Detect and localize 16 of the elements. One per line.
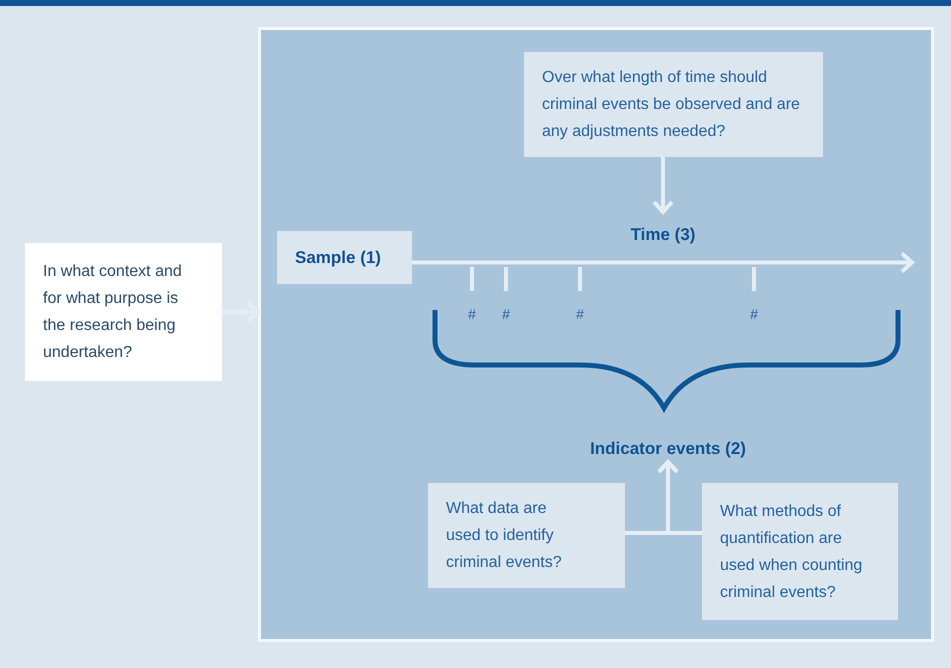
- event-mark: #: [468, 306, 476, 322]
- sample-box: Sample (1): [277, 231, 412, 284]
- event-mark: #: [750, 306, 758, 322]
- question-box: Over what length of time should criminal events be observed and are any adjustments needed?: [524, 52, 823, 157]
- arrow: [412, 252, 914, 274]
- question-box: What methods of quantification are used when counting criminal events?: [702, 483, 898, 620]
- panel-box: [258, 27, 934, 642]
- question-box: What data are used to identify criminal events?: [428, 483, 625, 588]
- event-mark: #: [576, 306, 584, 322]
- question-box: In what context and for what purpose is the research being undertaken?: [25, 243, 222, 381]
- arrow: [652, 157, 674, 214]
- heading-text: Time (3): [630, 224, 696, 246]
- arrow: [222, 301, 260, 323]
- event-mark: #: [502, 306, 510, 322]
- arrow: [657, 460, 702, 535]
- heading-text: Indicator events (2): [590, 438, 746, 460]
